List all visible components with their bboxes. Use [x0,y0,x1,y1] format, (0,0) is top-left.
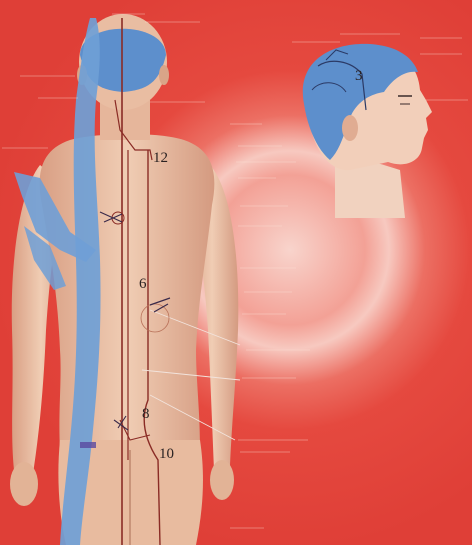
point-number-12: 12 [153,150,168,167]
point-number-8: 8 [142,406,150,423]
point-number-10: 10 [159,446,174,463]
point-number-6: 6 [139,276,147,293]
point-number-3: 3 [355,68,363,85]
